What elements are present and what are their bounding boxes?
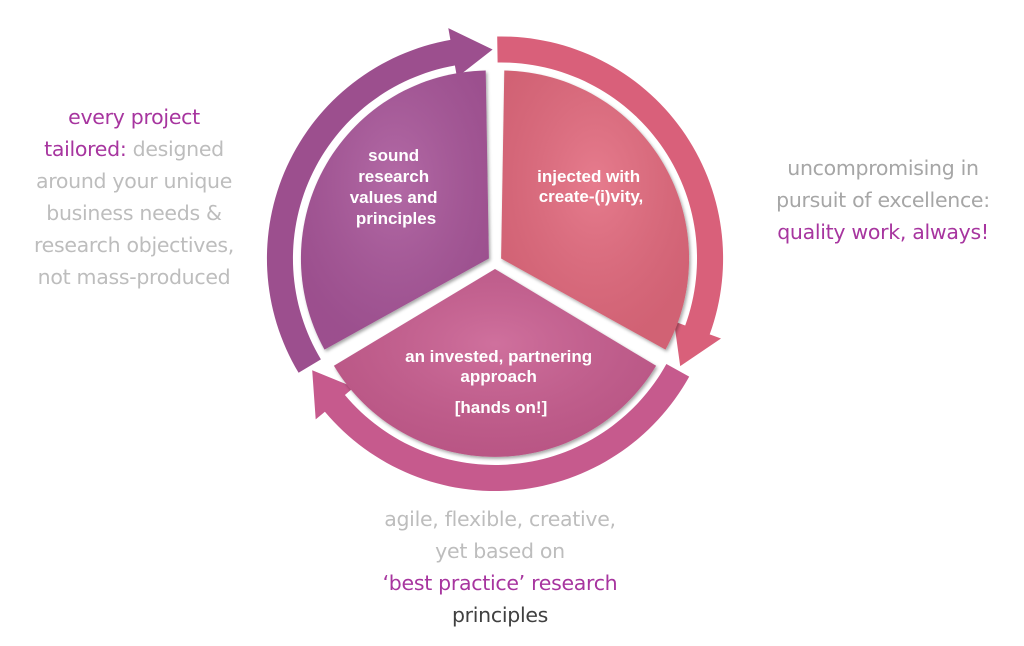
caption-muted: not mass-produced: [37, 265, 231, 289]
caption-accent: quality work, always!: [777, 220, 989, 244]
caption-muted: business needs &: [46, 201, 222, 225]
segment-line: injected with: [537, 167, 640, 186]
caption-muted: around your unique: [35, 169, 233, 193]
wedge-sheen: [333, 269, 657, 457]
segment-partnering: an invested, partnering approach [hands …: [312, 269, 690, 492]
wedge-sheen: [300, 70, 489, 350]
segment-line: research: [358, 167, 429, 186]
segment-line: principles: [356, 209, 436, 228]
segment-line: create-(i)vity,: [539, 187, 644, 206]
segment-line: values and: [350, 188, 438, 207]
segment-line: [hands on!]: [455, 398, 548, 417]
segment-label-partnering: an invested, partnering approach [hands …: [405, 347, 597, 417]
segment-line: approach: [460, 367, 537, 386]
caption-muted: pursuit of excellence:: [776, 188, 990, 212]
caption-muted: yet based on: [435, 539, 565, 563]
segment-label-research-values: sound research values and principles: [350, 146, 443, 228]
segment-line: an invested, partnering: [405, 347, 592, 366]
segment-research-values: sound research values and principles: [266, 28, 493, 373]
segment-line: sound: [368, 146, 419, 165]
caption-tailored: every project tailored: designed around …: [14, 101, 254, 293]
caption-muted: agile, flexible, creative,: [384, 507, 616, 531]
wedge-sheen: [501, 70, 690, 350]
caption-accent: tailored:: [44, 137, 127, 161]
caption-excellence: uncompromising in pursuit of excellence:…: [748, 152, 1018, 248]
caption-muted: research objectives,: [33, 233, 234, 257]
cycle-arrow-creativity: [497, 36, 724, 367]
cycle-arrow-partnering: [312, 364, 690, 492]
caption-accent: ‘best practice’ research: [382, 571, 618, 595]
caption-accent: every project: [68, 105, 200, 129]
caption-dark: principles: [451, 603, 549, 627]
caption-muted: uncompromising in: [787, 156, 979, 180]
segment-label-creativity: injected with create-(i)vity,: [537, 167, 645, 206]
segment-creativity: injected with create-(i)vity,: [497, 36, 724, 367]
cycle-arrow-research-values: [266, 28, 493, 373]
caption-muted: designed: [126, 137, 225, 161]
caption-best-practice: agile, flexible, creative, yet based on …: [330, 503, 670, 631]
